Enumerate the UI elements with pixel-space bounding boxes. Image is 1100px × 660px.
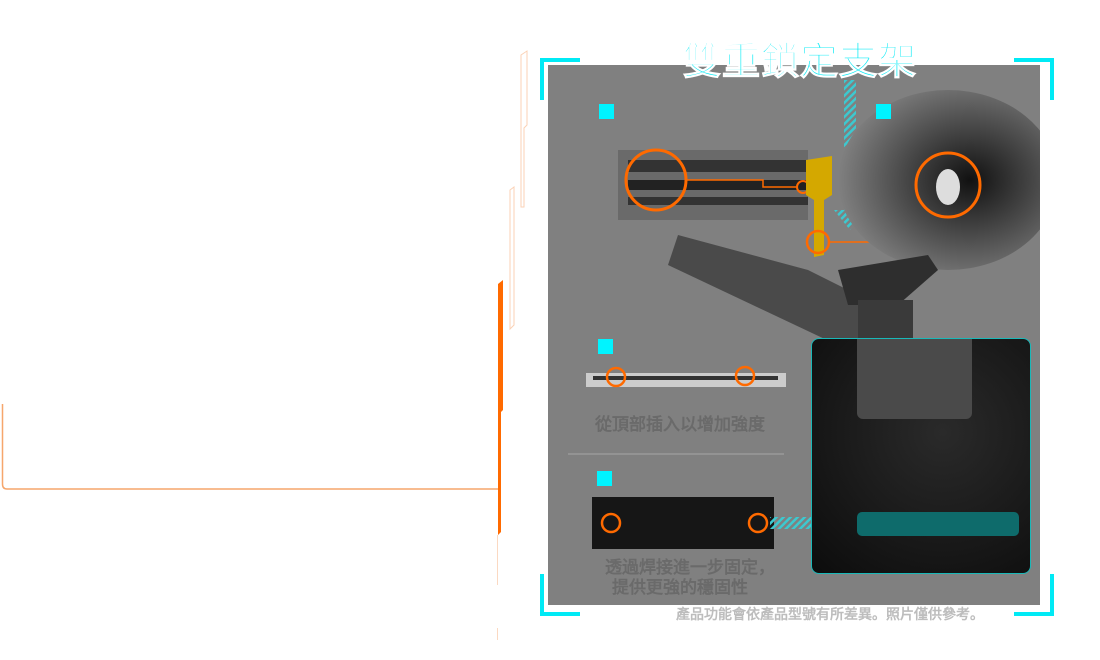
disclaimer: 產品功能會依產品型號有所差異。照片僅供參考。	[676, 607, 984, 623]
feature-title: 雙重鎖定支架	[682, 39, 917, 84]
marker-square	[876, 104, 891, 119]
marker-square	[598, 339, 613, 354]
corner-bracket-tr	[1014, 58, 1054, 100]
decorative-lines	[1, 50, 528, 640]
corner-bracket-br	[1014, 574, 1054, 616]
caption-solder-line2: 提供更強的穩固性	[612, 578, 748, 598]
cpu-socket	[857, 339, 972, 419]
motherboard-image	[811, 338, 1031, 574]
corner-bracket-tl	[540, 58, 580, 100]
marker-square	[599, 104, 614, 119]
caption-top-insert: 從頂部插入以增加強度	[595, 415, 765, 435]
marker-square	[597, 471, 612, 486]
caption-solder-line1: 透過焊接進一步固定，	[605, 558, 775, 578]
highlighted-slot	[857, 512, 1019, 536]
corner-bracket-bl	[540, 574, 580, 616]
product-illustration	[568, 80, 1040, 549]
